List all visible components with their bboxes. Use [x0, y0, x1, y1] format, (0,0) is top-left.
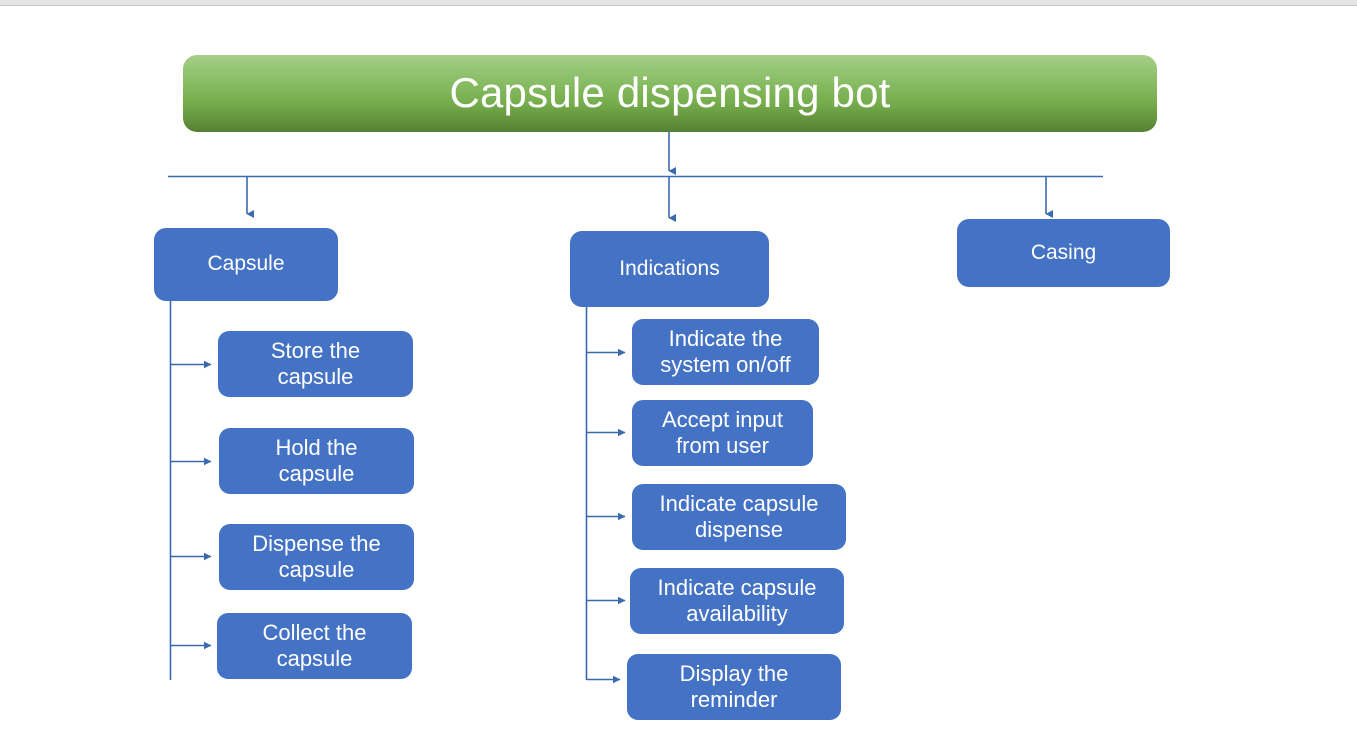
node-leaf-indicate-the-system-on-off[interactable]: Indicate the system on/off	[632, 319, 819, 385]
node-branch-capsule[interactable]: Capsule	[154, 228, 338, 301]
leaf-line-2: from user	[676, 433, 769, 458]
node-root-label: Capsule dispensing bot	[449, 69, 891, 117]
node-root-capsule-dispensing-bot[interactable]: Capsule dispensing bot	[183, 55, 1157, 132]
node-leaf-label: Store the capsule	[224, 338, 407, 389]
leaf-line-2: capsule	[278, 557, 355, 582]
leaf-line-1: Display the	[679, 661, 789, 687]
leaf-line-1: Collect the	[262, 620, 367, 646]
node-leaf-collect-the-capsule[interactable]: Collect the capsule	[217, 613, 412, 679]
node-leaf-label: Dispense the capsule	[225, 531, 408, 582]
leaf-line-1: Accept input	[661, 407, 784, 433]
node-leaf-accept-input-from-user[interactable]: Accept input from user	[632, 400, 813, 466]
node-branch-capsule-label: Capsule	[207, 252, 285, 276]
node-leaf-store-the-capsule[interactable]: Store the capsule	[218, 331, 413, 397]
leaf-line-1: Indicate the	[668, 326, 783, 352]
node-leaf-label: Indicate capsule availability	[636, 575, 838, 626]
node-branch-casing[interactable]: Casing	[957, 219, 1170, 287]
node-leaf-label: Collect the capsule	[223, 620, 406, 671]
node-branch-casing-label: Casing	[1030, 240, 1097, 264]
node-leaf-label: Display the reminder	[633, 661, 835, 712]
node-leaf-dispense-the-capsule[interactable]: Dispense the capsule	[219, 524, 414, 590]
leaf-line-2: reminder	[690, 687, 778, 712]
leaf-line-2: capsule	[278, 461, 355, 486]
leaf-line-1: Store the	[270, 338, 361, 364]
leaf-line-1: Indicate capsule	[657, 575, 817, 601]
node-leaf-indicate-capsule-availability[interactable]: Indicate capsule availability	[630, 568, 844, 634]
node-leaf-display-the-reminder[interactable]: Display the reminder	[627, 654, 841, 720]
node-leaf-label: Indicate the system on/off	[638, 326, 813, 377]
node-leaf-hold-the-capsule[interactable]: Hold the capsule	[219, 428, 414, 494]
node-branch-indications-label: Indications	[619, 256, 720, 280]
node-branch-indications[interactable]: Indications	[570, 231, 769, 307]
window-top-chrome-strip	[0, 0, 1357, 6]
node-leaf-label: Accept input from user	[638, 407, 807, 458]
leaf-line-1: Hold the	[275, 435, 358, 461]
leaf-line-2: system on/off	[660, 352, 791, 377]
node-leaf-indicate-capsule-dispense[interactable]: Indicate capsule dispense	[632, 484, 846, 550]
leaf-line-1: Dispense the	[252, 531, 381, 557]
leaf-line-2: dispense	[694, 517, 784, 542]
node-leaf-label: Hold the capsule	[225, 435, 408, 486]
diagram-canvas: Capsule dispensing bot Capsule Indicatio…	[0, 7, 1357, 753]
node-leaf-label: Indicate capsule dispense	[638, 491, 840, 542]
leaf-line-2: capsule	[277, 364, 354, 389]
leaf-line-2: availability	[686, 601, 788, 626]
leaf-line-2: capsule	[276, 646, 353, 671]
leaf-line-1: Indicate capsule	[659, 491, 819, 517]
